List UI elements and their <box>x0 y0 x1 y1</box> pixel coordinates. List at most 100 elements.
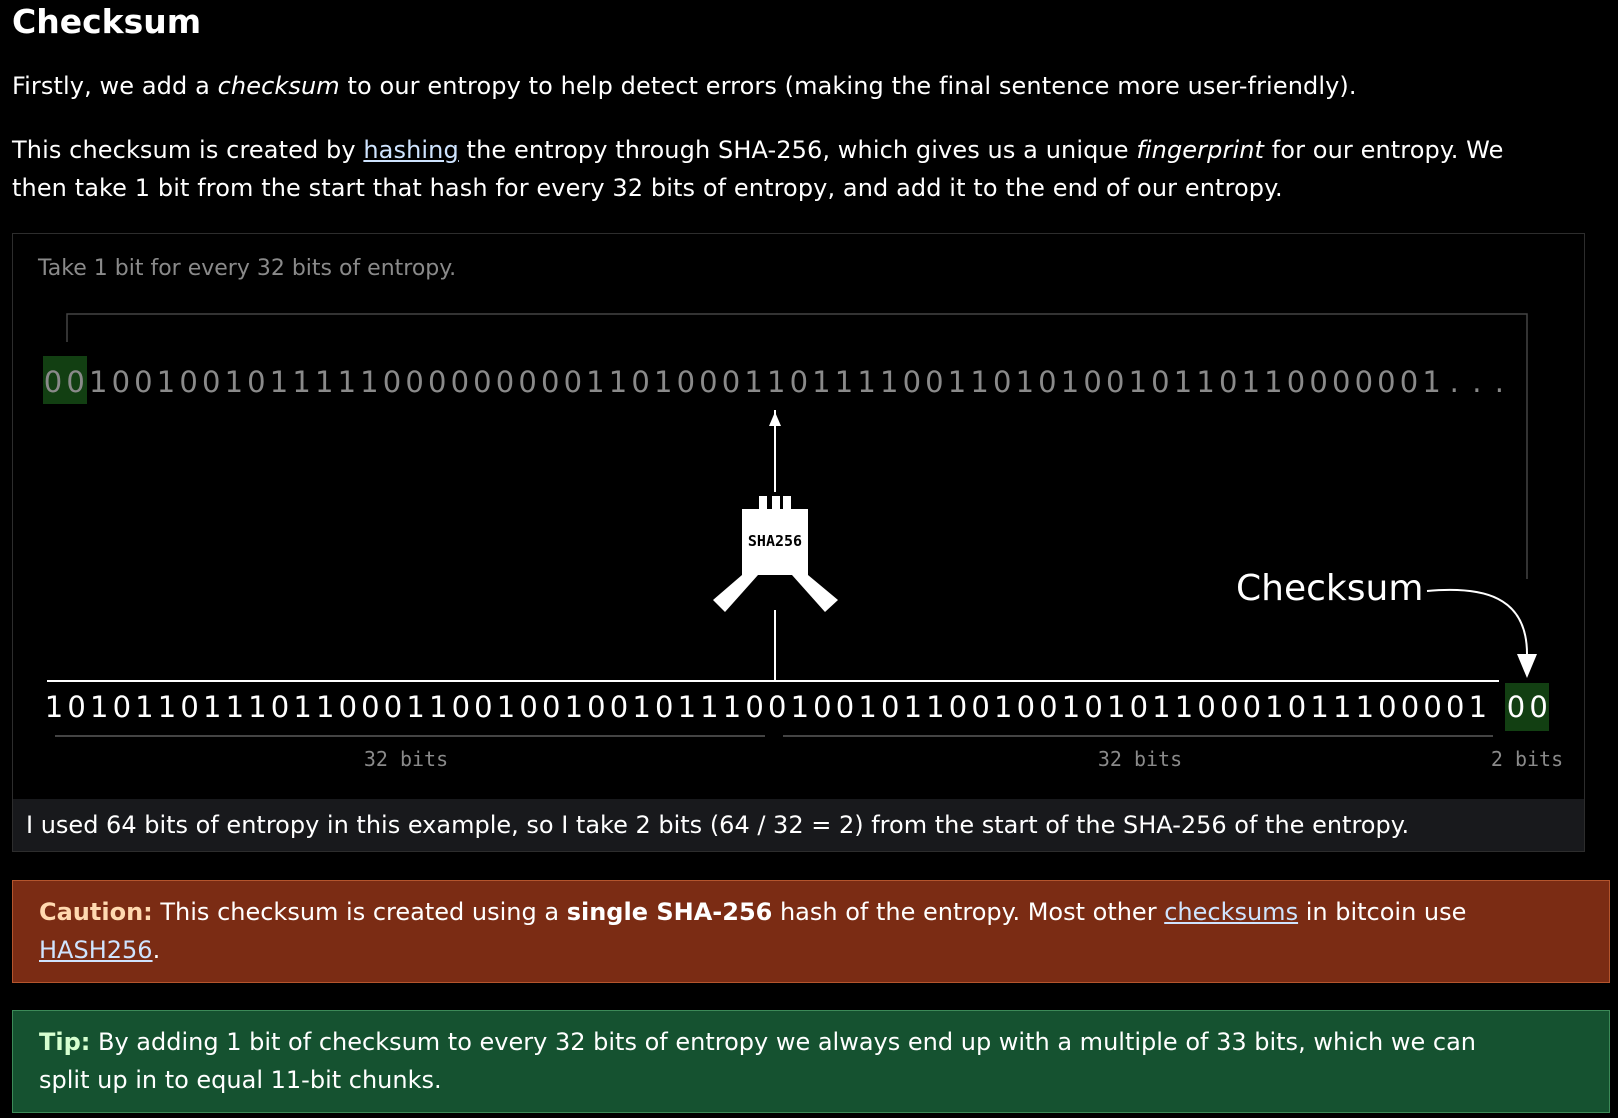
hash-bit: 0 <box>1332 365 1350 399</box>
entropy-bit: 0 <box>361 690 379 724</box>
brace-label-1: 32 bits <box>364 747 448 771</box>
hash-bit: 1 <box>315 365 333 399</box>
entropy-bit: 0 <box>452 690 470 724</box>
entropy-bit: 0 <box>1288 690 1306 724</box>
checksums-link[interactable]: checksums <box>1164 898 1299 926</box>
hash-bit: 0 <box>1083 365 1101 399</box>
hash-bit: 1 <box>609 365 627 399</box>
sha256-machine-icon: SHA256 <box>713 496 838 612</box>
sha256-label: SHA256 <box>748 532 802 550</box>
hash-bit: 1 <box>1129 365 1147 399</box>
entropy-bit: 0 <box>587 690 605 724</box>
entropy-bit: 0 <box>519 690 537 724</box>
entropy-bit: 0 <box>610 690 628 724</box>
entropy-bit: 1 <box>406 690 424 724</box>
caution-label: Caution: <box>39 898 153 926</box>
entropy-bit: 1 <box>632 690 650 724</box>
entropy-bit: 1 <box>45 690 63 724</box>
entropy-bit: 0 <box>745 690 763 724</box>
hash-bit: 1 <box>767 365 785 399</box>
hash-bit: 1 <box>812 365 830 399</box>
entropy-bit: 0 <box>1039 690 1057 724</box>
hash-bit: 1 <box>225 365 243 399</box>
hash-bit: 0 <box>925 365 943 399</box>
hash-bit: 0 <box>1038 365 1056 399</box>
caution-callout: Caution: This checksum is created using … <box>12 880 1610 983</box>
hash-bit: 0 <box>993 365 1011 399</box>
entropy-bit: 1 <box>316 690 334 724</box>
hash-bit: 0 <box>247 365 265 399</box>
entropy-bit: 1 <box>248 690 266 724</box>
entropy-bit: 0 <box>1446 690 1464 724</box>
arrow-head-icon <box>769 412 781 426</box>
hash-bit: 0 <box>631 365 649 399</box>
hash-bit: 1 <box>1174 365 1192 399</box>
hashing-link[interactable]: hashing <box>363 136 459 164</box>
entropy-bit: 1 <box>1333 690 1351 724</box>
hash-bit: 0 <box>1355 365 1373 399</box>
hash-bit: 0 <box>518 365 536 399</box>
entropy-bit: 0 <box>1401 690 1419 724</box>
entropy-bit: 1 <box>723 690 741 724</box>
hash-bit: 0 <box>677 365 695 399</box>
connector-line <box>66 313 1528 579</box>
entropy-bit: 0 <box>971 690 989 724</box>
hash-bit: 0 <box>202 365 220 399</box>
entropy-bit: 1 <box>429 690 447 724</box>
hash-bit: . <box>1472 365 1481 399</box>
hash-bit: 0 <box>722 365 740 399</box>
hash-bit: 0 <box>179 365 197 399</box>
brace-label-3: 2 bits <box>1491 747 1563 771</box>
entropy-bit: 1 <box>497 690 515 724</box>
hash-bit: 1 <box>1264 365 1282 399</box>
tip-callout: Tip: By adding 1 bit of checksum to ever… <box>12 1010 1610 1113</box>
intro-paragraph: Firstly, we add a checksum to our entrop… <box>12 72 1357 100</box>
checksum-bit: 0 <box>1507 690 1525 724</box>
hash-bit: 0 <box>1219 365 1237 399</box>
hash-bit: 0 <box>1377 365 1395 399</box>
hash-bit: 1 <box>1016 365 1034 399</box>
hash-bit: 0 <box>903 365 921 399</box>
hash-bit: 1 <box>586 365 604 399</box>
checksum-bit: 0 <box>1529 690 1547 724</box>
hash-bit: 1 <box>1422 365 1440 399</box>
hash-bit: 0 <box>1309 365 1327 399</box>
hash-bit: 1 <box>1242 365 1260 399</box>
hash-bit: 1 <box>89 365 107 399</box>
entropy-bit: 0 <box>768 690 786 724</box>
checksum-arrow <box>1426 588 1528 655</box>
hash-bit: 0 <box>112 365 130 399</box>
hash-bit: 0 <box>1400 365 1418 399</box>
entropy-bit: 0 <box>1243 690 1261 724</box>
diagram-caption: I used 64 bits of entropy in this exampl… <box>13 799 1584 851</box>
entropy-bit: 0 <box>1378 690 1396 724</box>
hash-bit: 0 <box>428 365 446 399</box>
entropy-bit: 1 <box>700 690 718 724</box>
entropy-bit: 0 <box>1130 690 1148 724</box>
entropy-bit: 1 <box>1469 690 1487 724</box>
entropy-bit: 1 <box>135 690 153 724</box>
diagram-canvas: Take 1 bit for every 32 bits of entropy.… <box>37 256 1563 771</box>
hash-bit: 0 <box>383 365 401 399</box>
hash-bit: 0 <box>541 365 559 399</box>
single-sha256-bold: single SHA-256 <box>566 898 773 926</box>
entropy-bit: 0 <box>384 690 402 724</box>
entropy-bit: 1 <box>678 690 696 724</box>
entropy-bit: 0 <box>542 690 560 724</box>
hash-bit: 1 <box>270 365 288 399</box>
entropy-bit: 1 <box>158 690 176 724</box>
entropy-bit: 1 <box>904 690 922 724</box>
entropy-bit: 1 <box>226 690 244 724</box>
checksum-highlight <box>1505 683 1549 731</box>
hash-bit: 1 <box>880 365 898 399</box>
entropy-bit: 0 <box>1197 690 1215 724</box>
entropy-bit: 1 <box>791 690 809 724</box>
entropy-bit: 1 <box>926 690 944 724</box>
entropy-bit: 0 <box>113 690 131 724</box>
entropy-bit: 1 <box>1062 690 1080 724</box>
hash-bit: 0 <box>473 365 491 399</box>
hash256-link[interactable]: HASH256 <box>39 936 153 964</box>
hash-bit: 1 <box>835 365 853 399</box>
hash-bit: 0 <box>44 365 62 399</box>
